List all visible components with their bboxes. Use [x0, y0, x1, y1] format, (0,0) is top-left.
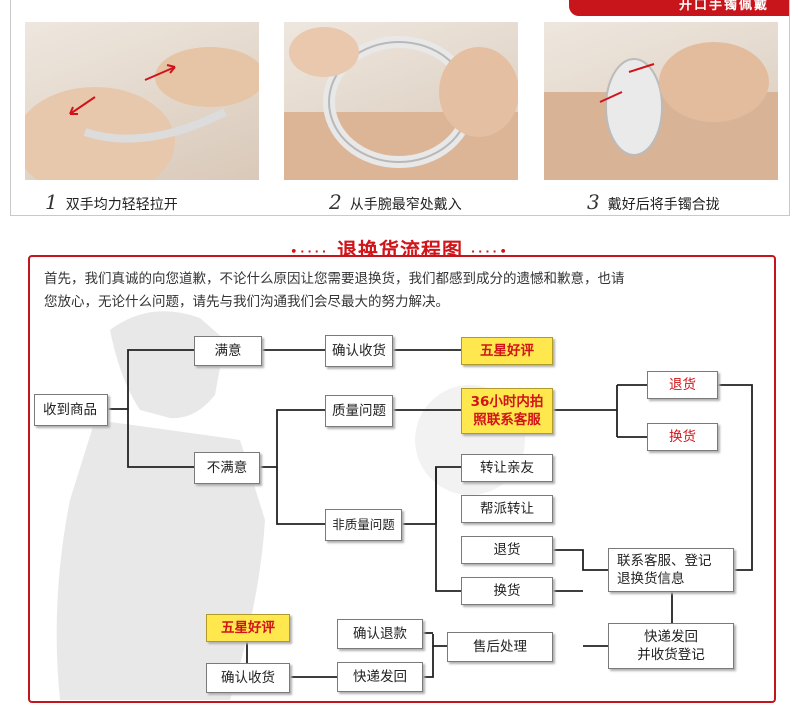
intro-text: 首先，我们真诚的向您道歉，不论什么原因让您需要退换货，我们都感到成分的遗憾和歉意…: [44, 268, 764, 314]
intro-line-1: 首先，我们真诚的向您道歉，不论什么原因让您需要退换货，我们都感到成分的遗憾和歉意…: [44, 271, 625, 287]
step-3-caption: 3 戴好后将手镯合拢: [587, 190, 720, 214]
step-2-number: 2: [329, 190, 342, 214]
node-courier-register: 快递发回 并收货登记: [608, 623, 734, 669]
title-dots-left: •····: [290, 245, 330, 258]
node-after-sale: 售后处理: [447, 632, 553, 662]
step-1-text: 双手均力轻轻拉开: [65, 197, 178, 213]
instruction-banner: 开口手镯佩戴: [569, 0, 789, 16]
courier-register-line-1: 快递发回: [644, 629, 698, 645]
node-transfer-friend: 转让亲友: [461, 454, 553, 482]
node-confirm-receipt: 确认收货: [325, 335, 393, 367]
node-photo-contact: 36小时内拍 照联系客服: [461, 388, 553, 434]
node-help-transfer: 帮派转让: [461, 495, 553, 523]
node-return-2: 退货: [461, 536, 553, 564]
node-unsatisfied: 不满意: [194, 452, 260, 484]
node-contact-cs: 联系客服、登记 退换货信息: [608, 548, 734, 592]
node-satisfied: 满意: [194, 336, 262, 366]
photo-contact-line-2: 照联系客服: [473, 412, 541, 428]
banner-text: 开口手镯佩戴: [678, 0, 769, 13]
node-received: 收到商品: [34, 394, 108, 426]
courier-register-line-2: 并收货登记: [637, 647, 705, 663]
step-3-number: 3: [587, 190, 600, 214]
step-1-caption: 1 双手均力轻轻拉开: [45, 190, 178, 214]
node-confirm-refund: 确认退款: [337, 619, 423, 649]
step-3-text: 戴好后将手镯合拢: [607, 197, 720, 213]
contact-cs-line-2: 退换货信息: [617, 571, 685, 587]
node-courier-back: 快递发回: [337, 662, 423, 692]
node-exchange: 换货: [647, 423, 718, 451]
step-2-caption: 2 从手腕最窄处戴入: [329, 190, 462, 214]
node-five-star: 五星好评: [461, 337, 553, 365]
step-1-number: 1: [45, 190, 58, 214]
node-exchange-2: 换货: [461, 577, 553, 605]
photo-contact-line-1: 36小时内拍: [470, 394, 544, 410]
step-3-photo: [544, 22, 778, 180]
step-2-photo: [284, 22, 518, 180]
bangle-instructions-section: 开口手镯佩戴 1 双手均力轻轻拉开: [10, 0, 790, 216]
node-return: 退货: [647, 371, 718, 399]
title-dots-right: ····•: [470, 245, 510, 258]
step-1-photo: [25, 22, 259, 180]
intro-line-2: 您放心，无论什么问题，请先与我们沟通我们会尽最大的努力解决。: [44, 294, 449, 310]
node-non-quality-issue: 非质量问题: [325, 509, 402, 541]
step-2-text: 从手腕最窄处戴入: [349, 197, 462, 213]
contact-cs-line-1: 联系客服、登记: [617, 553, 712, 569]
node-quality-issue: 质量问题: [325, 395, 393, 427]
node-confirm-receipt-2: 确认收货: [206, 663, 290, 693]
node-five-star-2: 五星好评: [206, 614, 290, 642]
